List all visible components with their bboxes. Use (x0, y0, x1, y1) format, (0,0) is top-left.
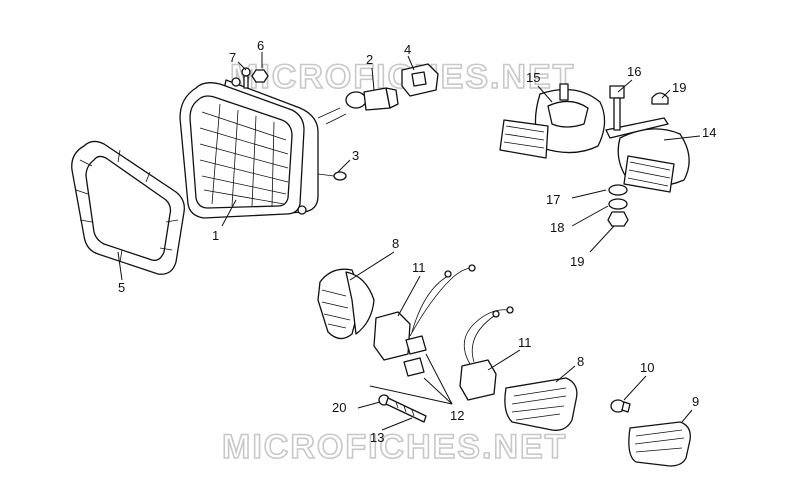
callout-1: 1 (212, 228, 219, 243)
part-12-spacer-lower (403, 357, 425, 377)
callout-20: 20 (332, 400, 346, 415)
part-10-bulb (610, 399, 631, 413)
part-11-housing-right (459, 306, 514, 401)
part-16-bolt (609, 85, 625, 131)
callout-15: 15 (526, 70, 540, 85)
part-4-socket (401, 63, 439, 97)
part-11-housing-left (373, 264, 476, 361)
callout-14: 14 (702, 125, 716, 140)
callout-5: 5 (118, 280, 125, 295)
leader-lines (117, 52, 701, 431)
part-6-nut (251, 69, 269, 83)
part-17-washer (608, 184, 628, 196)
callout-13: 13 (370, 430, 384, 445)
callout-19-bottom: 19 (570, 254, 584, 269)
callout-17: 17 (546, 192, 560, 207)
part-13-bolt (385, 397, 427, 423)
part-2-bulb (317, 87, 399, 125)
part-18-washer (608, 198, 628, 210)
watermark-bottom: MICROFICHES.NET (222, 428, 567, 466)
callout-10: 10 (640, 360, 654, 375)
callout-3: 3 (352, 148, 359, 163)
callout-9: 9 (692, 394, 699, 409)
callout-11-right: 11 (518, 335, 532, 350)
callout-2: 2 (366, 52, 373, 67)
part-1-headlamp (179, 77, 319, 219)
part-3-small-bulb (317, 171, 347, 181)
callout-19-top: 19 (672, 80, 686, 95)
callout-18: 18 (550, 220, 564, 235)
part-7-screw (241, 67, 251, 89)
callout-7: 7 (229, 50, 236, 65)
callout-11-left: 11 (412, 260, 426, 275)
part-5-gasket (71, 140, 185, 275)
part-8-turn-signal-left (317, 268, 375, 340)
callout-6: 6 (257, 38, 264, 53)
callout-8-left: 8 (392, 236, 399, 251)
callout-4: 4 (404, 42, 411, 57)
part-14-horn (605, 117, 690, 193)
part-12-spacer-upper (405, 335, 427, 355)
part-8-turn-signal-right (504, 377, 578, 431)
part-15-horn (499, 83, 606, 159)
part-19-nut-bottom (607, 211, 629, 227)
part-9-lens (628, 421, 691, 467)
callout-8-right: 8 (577, 354, 584, 369)
callout-12: 12 (450, 408, 464, 423)
callout-16: 16 (627, 64, 641, 79)
